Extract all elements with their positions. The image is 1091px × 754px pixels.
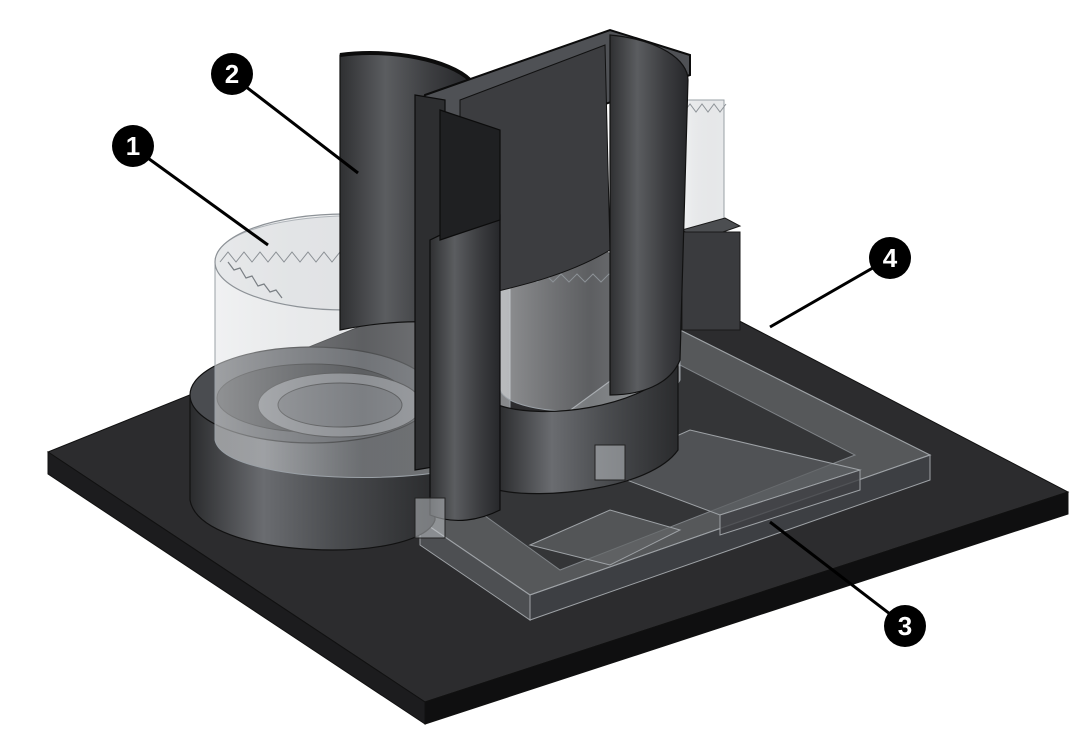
leader-line-2 [231,74,359,175]
left-port [414,497,446,539]
callout-1: 1 [112,125,154,167]
callout-1-label: 1 [126,131,140,161]
central-block [414,28,691,539]
callout-4: 4 [869,237,911,279]
callout-2-circle [211,53,253,95]
callout-3-circle [884,605,926,647]
callout-3-label: 3 [898,611,912,641]
rear-post-block [681,231,741,331]
leader-lines [133,74,904,626]
central-block-right-wall [609,34,689,396]
leader-line-4 [769,256,891,329]
callout-4-label: 4 [883,243,898,273]
base-plate-side [424,491,1069,725]
rear-post-top-zigzag [683,103,727,113]
callout-4-circle [869,237,911,279]
callout-3: 3 [884,605,926,647]
rear-post [680,99,742,331]
right-ring [497,363,679,495]
right-ring-wall [497,363,679,495]
callout-2-label: 2 [225,59,239,89]
callout-1-circle [112,125,154,167]
channel-crossbar-face [719,469,861,536]
tube-top-edge [339,51,472,82]
leader-line-1 [133,146,269,247]
right-ring-port [594,444,626,481]
channel-block [528,509,682,566]
leader-line-3 [769,520,904,626]
callout-2: 2 [211,53,253,95]
central-block-front-pillar [429,214,501,521]
rear-post-glass [681,99,725,236]
glass-cup-steps [227,261,283,299]
central-block-slot [439,109,501,241]
bottom-channel [418,329,932,621]
